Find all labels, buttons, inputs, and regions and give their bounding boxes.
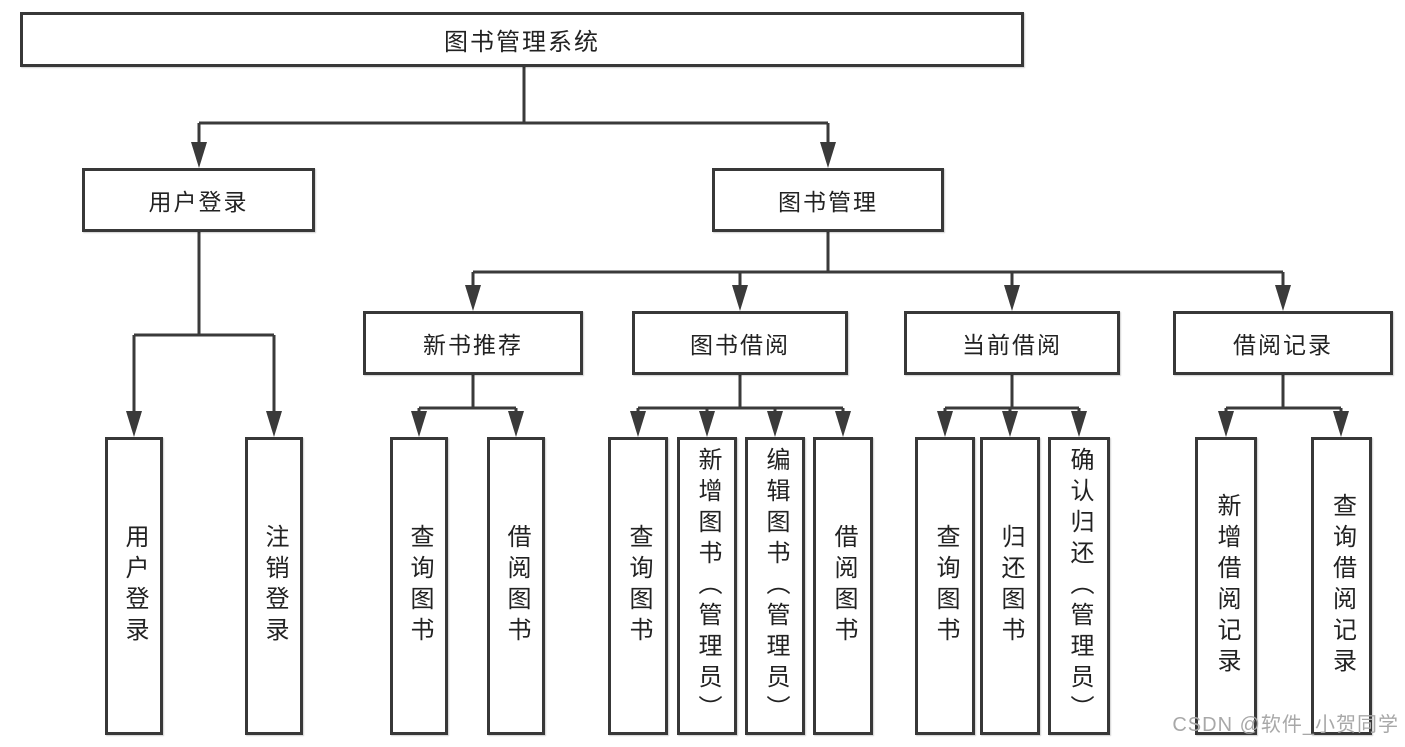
node-edit-book-admin: 编辑图书（管理员） [745,437,805,735]
node-label: 图书借阅 [690,332,790,358]
connector-book-management [465,232,1291,311]
node-borrow-books-recommend: 借阅图书 [487,437,545,735]
connector-book-borrowing [630,375,851,437]
node-label: 图书管理系统 [444,29,600,56]
connector-root [191,67,836,168]
node-label: 图书管理 [778,189,878,215]
node-label: 借阅图书 [830,524,857,648]
node-user-login: 用户登录 [82,168,315,232]
node-label: 查询图书 [406,524,433,648]
connector-borrowing-records [1218,375,1349,437]
node-label: 归还图书 [997,524,1024,648]
node-label: 当前借阅 [962,332,1062,358]
node-borrowing-records: 借阅记录 [1173,311,1393,375]
node-label: 新增借阅记录 [1213,493,1240,679]
node-book-management: 图书管理 [712,168,944,232]
watermark: CSDN @软件_小贺同学 [1172,714,1399,736]
node-label: 用户登录 [121,524,148,648]
node-query-borrow-record: 查询借阅记录 [1311,437,1372,735]
node-label: 查询借阅记录 [1328,493,1356,679]
node-label: 新书推荐 [423,332,523,358]
node-query-books-borrowing: 查询图书 [608,437,668,735]
node-add-book-admin: 新增图书（管理员） [677,437,737,735]
connector-new-book-recommendation [411,375,524,437]
node-current-borrowing: 当前借阅 [904,311,1120,375]
node-label: 借阅图书 [503,524,530,648]
node-book-borrowing: 图书借阅 [632,311,848,375]
node-label: 新增图书（管理员） [694,446,721,726]
node-label: 查询图书 [625,524,652,648]
node-label: 查询图书 [932,524,959,648]
node-label: 用户登录 [148,189,249,215]
node-label: 确认归还（管理员） [1066,446,1093,726]
node-query-books-current: 查询图书 [915,437,975,735]
connector-user-login [126,232,282,437]
node-add-borrow-record: 新增借阅记录 [1195,437,1257,735]
node-library-management-system: 图书管理系统 [20,12,1024,67]
node-label: 注销登录 [261,524,288,648]
node-confirm-return-admin: 确认归还（管理员） [1048,437,1110,735]
node-query-books-recommend: 查询图书 [390,437,448,735]
node-label: 编辑图书（管理员） [762,446,789,726]
node-return-books: 归还图书 [980,437,1040,735]
node-logout: 注销登录 [245,437,303,735]
node-user-login-leaf: 用户登录 [105,437,163,735]
node-borrow-books-borrowing: 借阅图书 [813,437,873,735]
connector-current-borrowing [937,375,1087,437]
node-new-book-recommendation: 新书推荐 [363,311,583,375]
node-label: 借阅记录 [1233,332,1333,358]
